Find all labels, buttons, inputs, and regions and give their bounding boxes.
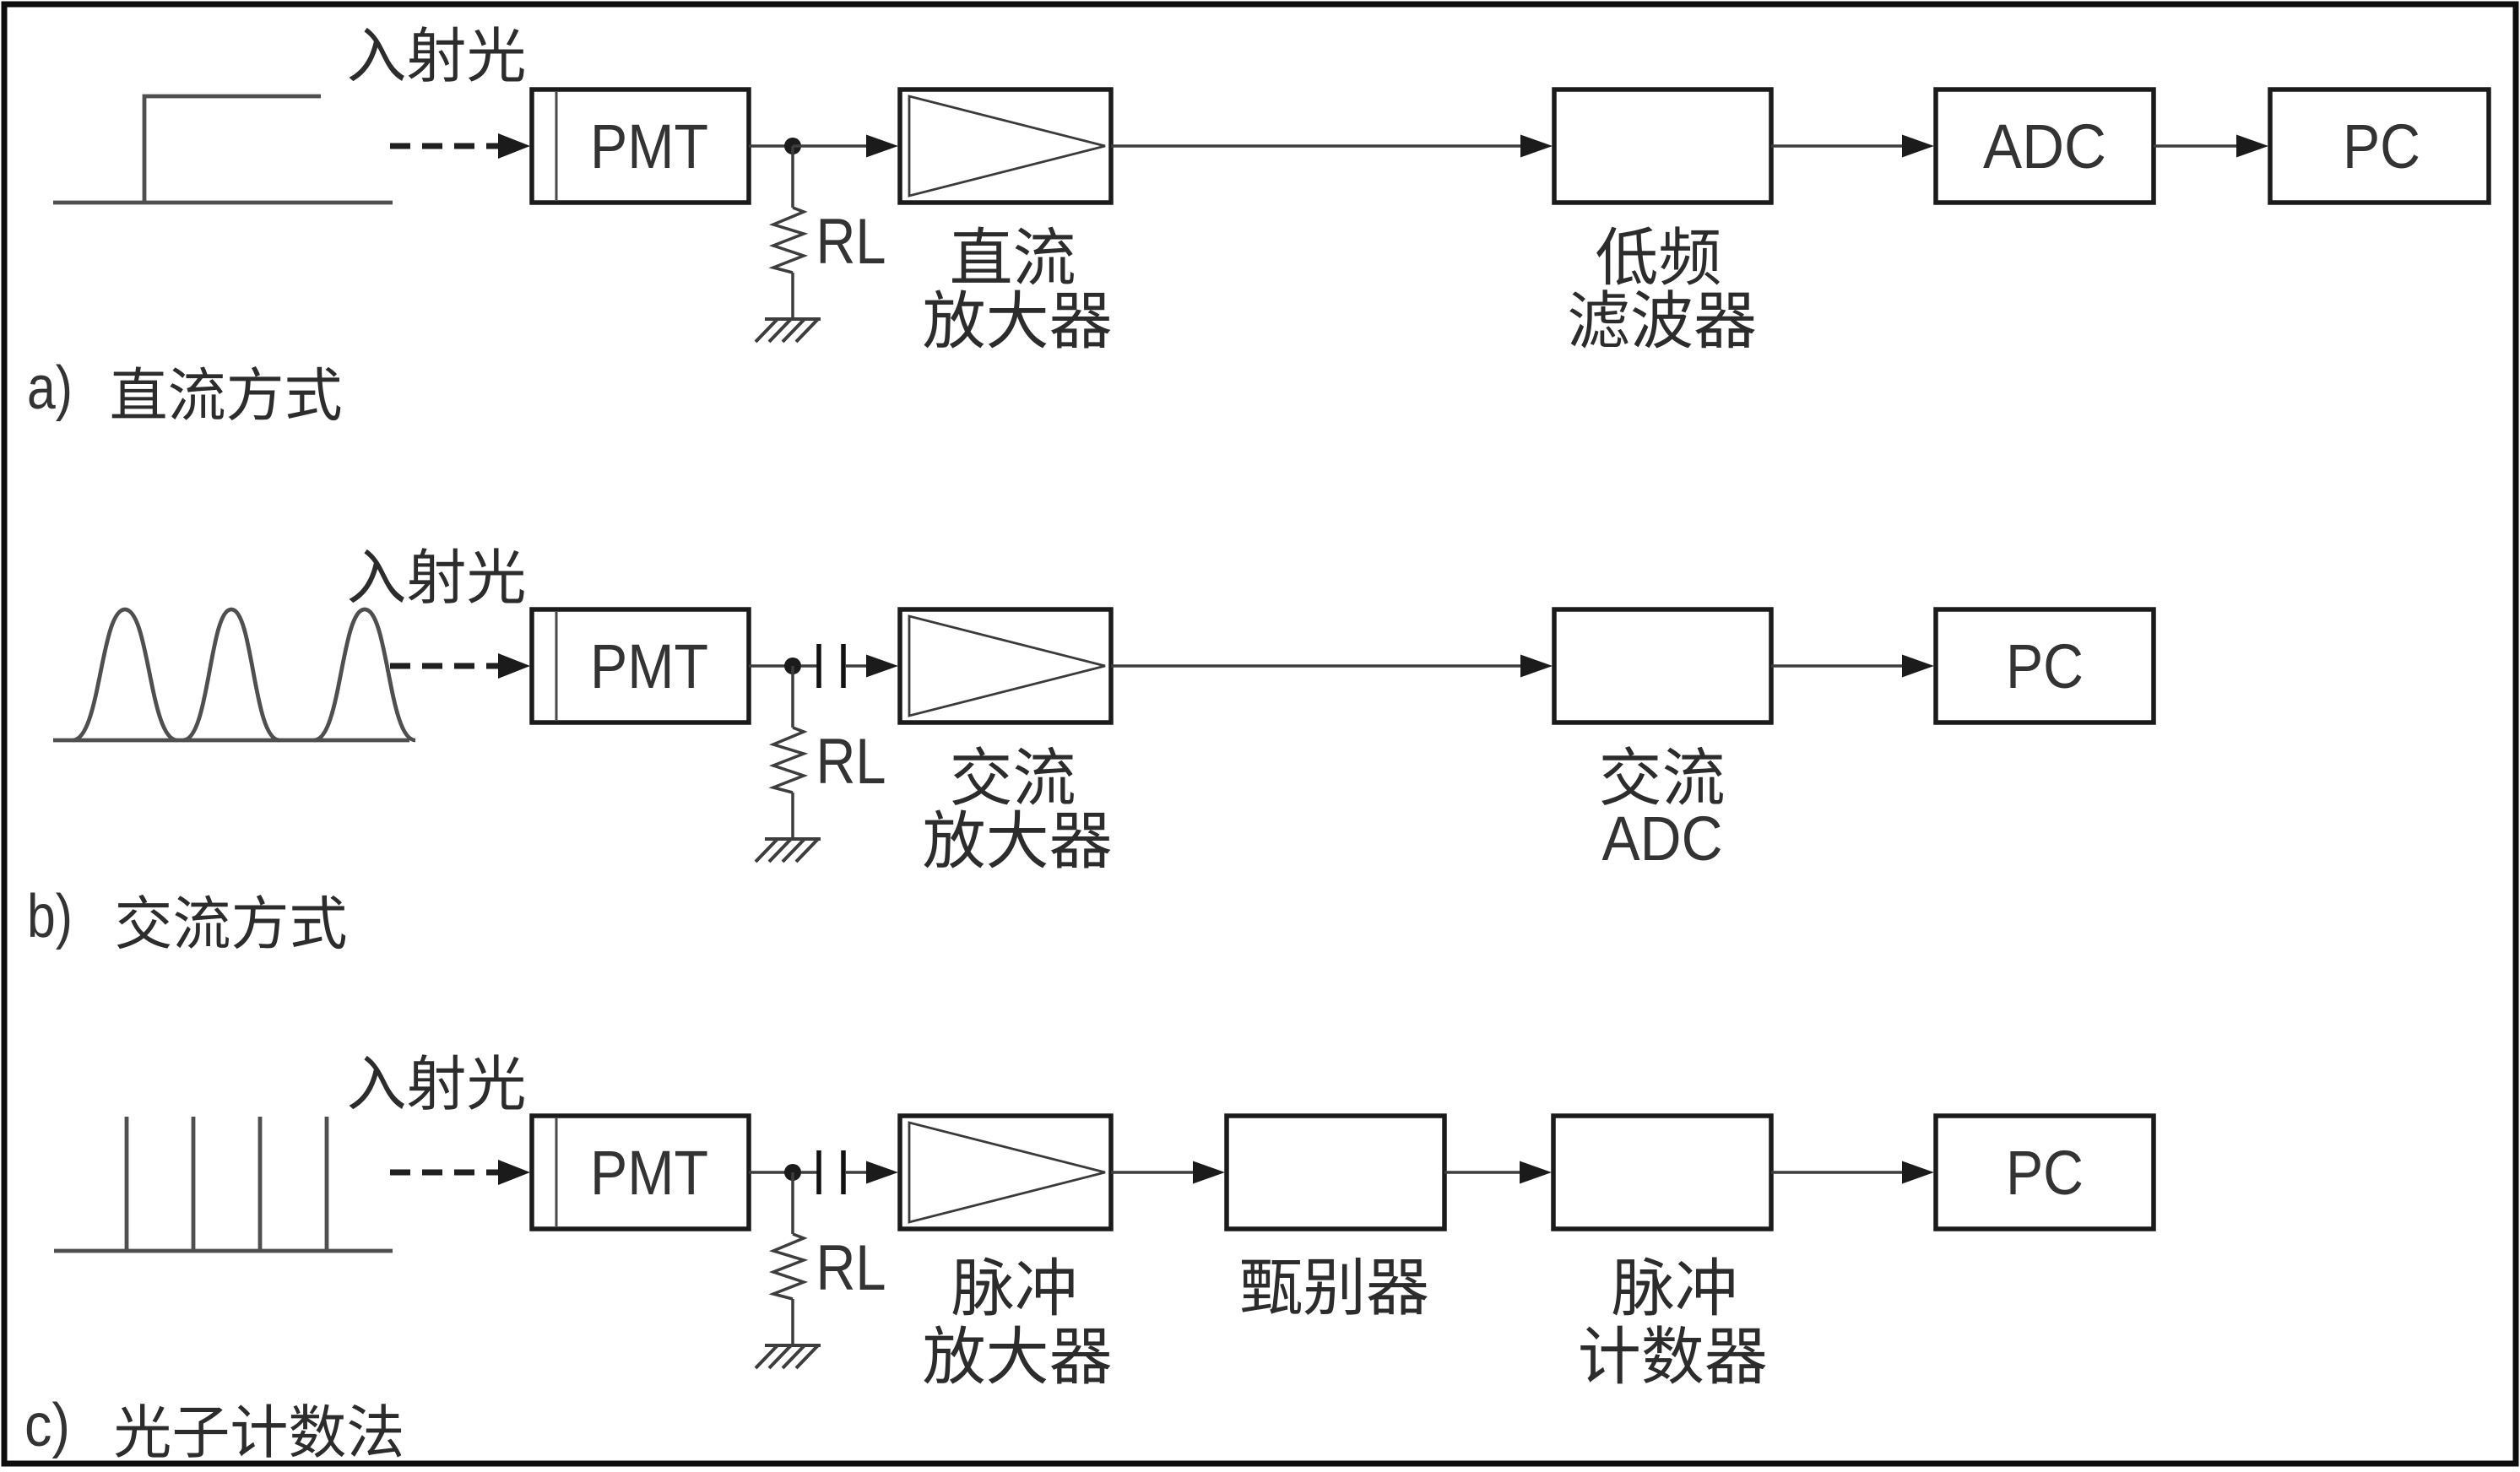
svg-text:RL: RL bbox=[816, 726, 886, 798]
svg-text:c): c) bbox=[24, 1392, 70, 1459]
svg-text:a): a) bbox=[27, 354, 73, 422]
svg-text:PC: PC bbox=[2006, 631, 2084, 701]
svg-text:RL: RL bbox=[816, 1232, 886, 1304]
svg-text:PC: PC bbox=[2343, 111, 2420, 181]
svg-text:RL: RL bbox=[816, 206, 886, 278]
svg-text:PC: PC bbox=[2006, 1138, 2084, 1208]
svg-text:PMT: PMT bbox=[590, 1138, 708, 1208]
svg-text:PMT: PMT bbox=[590, 111, 708, 181]
svg-text:b): b) bbox=[27, 883, 73, 950]
svg-text:PMT: PMT bbox=[590, 631, 708, 701]
svg-text:ADC: ADC bbox=[1983, 111, 2106, 181]
svg-text:ADC: ADC bbox=[1602, 804, 1723, 874]
